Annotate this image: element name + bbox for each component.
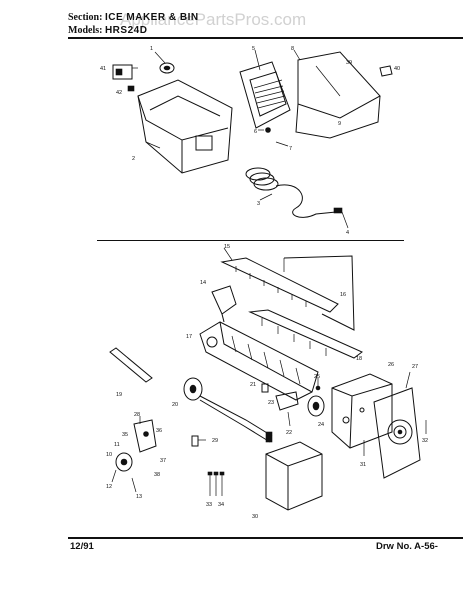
part-16-shield <box>283 255 355 331</box>
callout-33: 33 <box>206 502 212 508</box>
callout-25: 25 <box>314 374 320 380</box>
callout-18: 18 <box>356 356 362 362</box>
part-10-valve <box>111 452 133 483</box>
callout-15: 15 <box>224 244 230 250</box>
callout-10: 10 <box>106 452 112 458</box>
part-3-coil-harness <box>245 167 337 218</box>
callout-4: 4 <box>346 230 349 236</box>
part-40-screw <box>379 65 393 77</box>
header-rule <box>68 37 463 39</box>
part-6-screw <box>258 127 271 133</box>
part-8-cover <box>293 49 381 139</box>
part-23-bracket <box>275 391 299 411</box>
callout-19: 19 <box>116 392 122 398</box>
callout-34: 34 <box>218 502 224 508</box>
part-25-screw <box>315 378 321 391</box>
part-4-plug <box>333 207 349 229</box>
callout-28: 28 <box>134 412 140 418</box>
callout-5: 5 <box>252 46 255 52</box>
callout-30: 30 <box>252 514 258 520</box>
part-42-clip <box>127 85 135 92</box>
callout-27: 27 <box>412 364 418 370</box>
watermark-text: AppliancePartsPros.com <box>120 10 307 29</box>
callout-3: 3 <box>257 201 260 207</box>
section-value: ICE MAKER & BIN <box>104 12 199 23</box>
callout-42: 42 <box>116 90 122 96</box>
part-27-motor <box>373 371 421 479</box>
part-22-screw <box>287 411 291 427</box>
callout-16: 16 <box>340 292 346 298</box>
part-28-switch-assembly <box>133 416 157 453</box>
callout-31: 31 <box>360 462 366 468</box>
part-5-bracket <box>239 49 291 129</box>
part-7-clip <box>275 141 289 147</box>
section-row: Section: ICE MAKER & BIN <box>68 12 199 23</box>
models-label: Models: <box>68 25 103 36</box>
part-24-gear <box>307 395 325 417</box>
callout-2: 2 <box>132 156 135 162</box>
part-26-housing <box>331 373 393 449</box>
part-15-trough <box>220 247 339 313</box>
callout-7: 7 <box>289 146 292 152</box>
callout-38: 38 <box>154 472 160 478</box>
part-29-fuse <box>191 435 206 447</box>
callout-14: 14 <box>200 280 206 286</box>
callout-37: 37 <box>160 458 166 464</box>
part-21-cap <box>261 383 269 393</box>
drawing-number: Drw No. A-56- <box>376 541 438 552</box>
callout-40: 40 <box>394 66 400 72</box>
callout-22: 22 <box>286 430 292 436</box>
callout-1: 1 <box>150 46 153 52</box>
footer-date: 12/91 <box>70 541 94 552</box>
callout-24: 24 <box>318 422 324 428</box>
part-14-stripper <box>211 285 237 323</box>
part-30-cover <box>265 441 323 511</box>
callout-21: 21 <box>250 382 256 388</box>
part-20-thermostat <box>183 377 273 443</box>
callout-12: 12 <box>106 484 112 490</box>
part-33-34-pins <box>207 471 225 496</box>
callout-8: 8 <box>291 46 294 52</box>
models-value: HRS24D <box>104 25 148 36</box>
models-row: Models: HRS24D <box>68 25 147 36</box>
callout-35: 35 <box>122 432 128 438</box>
callout-11: 11 <box>114 442 120 448</box>
callout-41: 41 <box>100 66 106 72</box>
callout-26: 26 <box>388 362 394 368</box>
callout-6: 6 <box>254 129 257 135</box>
callout-9: 9 <box>338 121 341 127</box>
part-18-rake <box>248 309 363 359</box>
callout-39: 39 <box>346 60 352 66</box>
callout-29: 29 <box>212 438 218 444</box>
callout-32: 32 <box>422 438 428 444</box>
part-1-knob <box>154 51 175 74</box>
part-41-switch <box>112 64 138 80</box>
part-2-ice-bin <box>137 79 233 174</box>
callout-20: 20 <box>172 402 178 408</box>
section-divider <box>97 240 404 241</box>
part-19-heater <box>109 347 153 383</box>
callout-13: 13 <box>136 494 142 500</box>
callout-17: 17 <box>186 334 192 340</box>
callout-36: 36 <box>156 428 162 434</box>
part-13-screw <box>131 477 137 493</box>
section-label: Section: <box>68 12 103 23</box>
footer-rule <box>68 537 463 539</box>
callout-23: 23 <box>268 400 274 406</box>
part-17-mold <box>199 321 319 401</box>
callout-labels: 1 2 3 4 5 6 7 8 9 10 11 12 13 14 15 16 1… <box>100 46 428 520</box>
